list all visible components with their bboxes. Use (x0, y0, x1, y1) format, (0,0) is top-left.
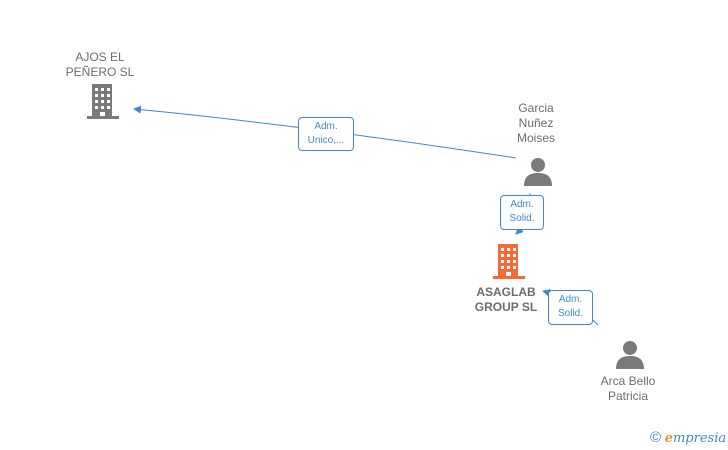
edge-label-line: Solid. (557, 308, 583, 319)
edge-label-adm-solid-garcia[interactable]: Adm. Solid. (500, 195, 544, 230)
edge-label-adm-solid-arca[interactable]: Adm. Solid. (548, 290, 593, 325)
label-line: Patricia (607, 389, 648, 403)
label-line: Garcia (518, 101, 554, 115)
edge-label-adm-unico[interactable]: Adm. Unico,... (298, 117, 354, 151)
label-line: ASAGLAB (476, 285, 536, 299)
label-line: AJOS EL (75, 50, 125, 64)
node-ajos-el-penero[interactable]: AJOS EL PEÑERO SL (40, 50, 160, 80)
edge-label-line: Adm. (314, 121, 338, 132)
brand-logo-text: mpresia (672, 431, 727, 446)
node-garcia-nunez-moises[interactable]: Garcia Nuñez Moises (486, 101, 586, 146)
label-line: Arca Bello (600, 374, 656, 388)
label-line: Moises (516, 131, 555, 145)
copyright-icon: © (650, 429, 662, 446)
label-line: PEÑERO SL (65, 65, 135, 79)
building-icon (493, 244, 525, 279)
edge-label-line: Adm. (558, 294, 583, 305)
edge-label-line: Adm. (510, 199, 534, 210)
node-arca-bello-patricia[interactable]: Arca Bello Patricia (578, 374, 678, 404)
edge-label-line: Solid. (509, 213, 535, 224)
building-icon (87, 84, 119, 119)
node-label: Arca Bello Patricia (578, 374, 678, 404)
person-icon (524, 158, 552, 186)
node-label: Garcia Nuñez Moises (486, 101, 586, 146)
person-icon (616, 341, 644, 369)
edge-label-line: Unico,... (307, 135, 345, 146)
brand-watermark: © empresia (650, 429, 726, 446)
brand-logo-e: e (664, 431, 673, 446)
node-label: ASAGLAB GROUP SL (456, 285, 556, 315)
label-line: GROUP SL (474, 300, 538, 314)
node-asaglab-group[interactable]: ASAGLAB GROUP SL (456, 285, 556, 315)
label-line: Nuñez (518, 116, 554, 130)
node-label: AJOS EL PEÑERO SL (40, 50, 160, 80)
